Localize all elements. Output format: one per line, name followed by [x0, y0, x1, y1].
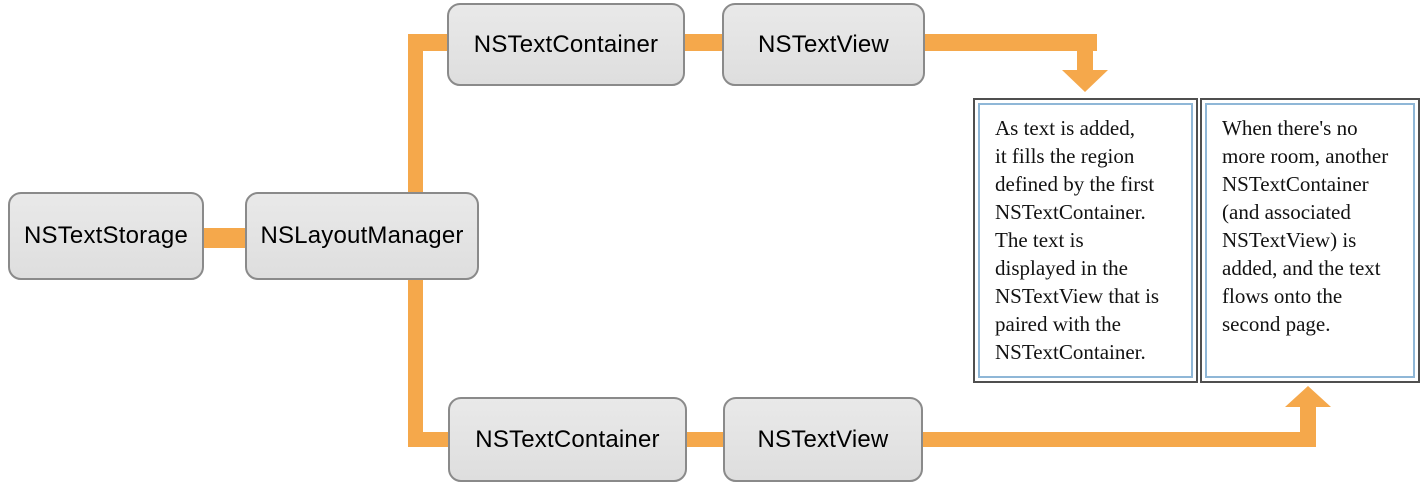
arrow-down-icon	[1062, 70, 1108, 92]
node-nstextcontainer-top: NSTextContainer	[447, 3, 685, 86]
annotation-panel-page2: When there's no more room, another NSTex…	[1200, 98, 1420, 383]
node-nstextview-bottom: NSTextView	[723, 397, 923, 482]
node-label: NSLayoutManager	[260, 222, 464, 249]
node-label: NSTextView	[757, 425, 889, 453]
node-nstextstorage: NSTextStorage	[8, 192, 204, 280]
node-label: NSTextView	[758, 30, 889, 58]
node-nstextview-top: NSTextView	[722, 3, 925, 86]
node-label: NSTextContainer	[473, 30, 659, 58]
annotation-text-page1: As text is added, it fills the region de…	[978, 103, 1193, 378]
annotation-text-page2: When there's no more room, another NSTex…	[1205, 103, 1415, 378]
connector-middle-line	[200, 228, 248, 248]
node-label: NSTextStorage	[23, 222, 188, 249]
annotation-panel-page1: As text is added, it fills the region de…	[973, 98, 1198, 383]
connector-top-arrow-stem	[1077, 50, 1093, 72]
node-label: NSTextContainer	[475, 425, 660, 453]
node-nslayoutmanager: NSLayoutManager	[245, 192, 479, 280]
node-nstextcontainer-bottom: NSTextContainer	[448, 397, 687, 482]
connector-bottom-arrow-stem	[1300, 405, 1316, 433]
arrow-up-icon	[1285, 386, 1331, 407]
